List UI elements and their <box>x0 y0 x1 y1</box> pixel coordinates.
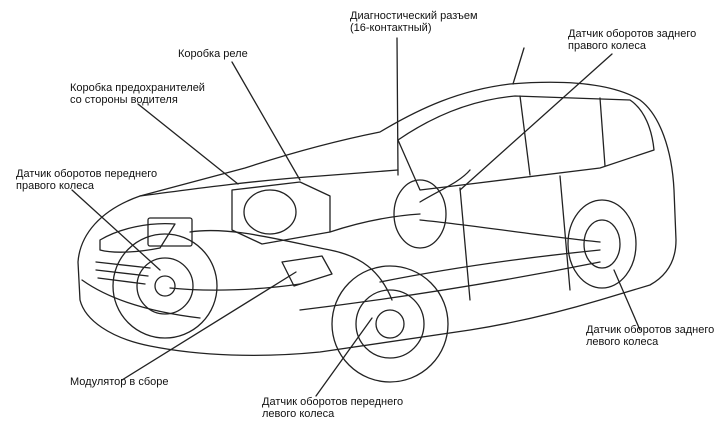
car-body-outline <box>77 81 677 357</box>
modulator-shape <box>281 255 333 287</box>
grille <box>95 261 151 285</box>
front-bumper <box>81 279 201 319</box>
door-line <box>459 187 471 301</box>
window-line <box>397 95 655 191</box>
leader-rear-left <box>613 269 641 331</box>
headlight <box>99 222 176 253</box>
harness-line <box>379 249 601 283</box>
window-pillar <box>519 95 531 176</box>
leader-front-left <box>315 317 373 397</box>
label-rear-right-wheel-sensor: Датчик оборотов заднего правого колеса <box>568 28 697 52</box>
label-front-left-wheel-sensor: Датчик оборотов переднего левого колеса <box>262 396 404 420</box>
front-right-wheel <box>112 233 218 339</box>
rear-right-wheel <box>393 179 447 249</box>
rear-left-wheel <box>567 199 637 289</box>
leader-modulator <box>121 271 297 381</box>
label-relay-box: Коробка реле <box>178 48 248 60</box>
leader-fuse <box>137 103 239 185</box>
label-fuse-box: Коробка предохранителей со стороны водит… <box>70 82 205 106</box>
label-modulator: Модулятор в сборе <box>70 376 169 388</box>
label-rear-left-wheel-sensor: Датчик оборотов заднего левого колеса <box>586 324 715 348</box>
leader-relay <box>231 61 301 181</box>
front-left-wheel <box>331 265 449 383</box>
hood-line <box>139 169 399 197</box>
brake-lines <box>189 229 393 301</box>
door-line-rear <box>559 175 571 291</box>
sill-line <box>299 261 601 311</box>
label-front-right-wheel-sensor: Датчик оборотов переднего правого колеса <box>16 168 158 192</box>
leader-diag <box>396 37 399 176</box>
antenna <box>512 47 525 85</box>
brake-booster <box>243 189 297 235</box>
leader-front-right <box>71 189 161 271</box>
label-diagnostic-connector: Диагностический разъем (16-контактный) <box>350 10 478 34</box>
window-pillar-rear <box>599 97 606 167</box>
leader-rear-right <box>459 53 613 191</box>
